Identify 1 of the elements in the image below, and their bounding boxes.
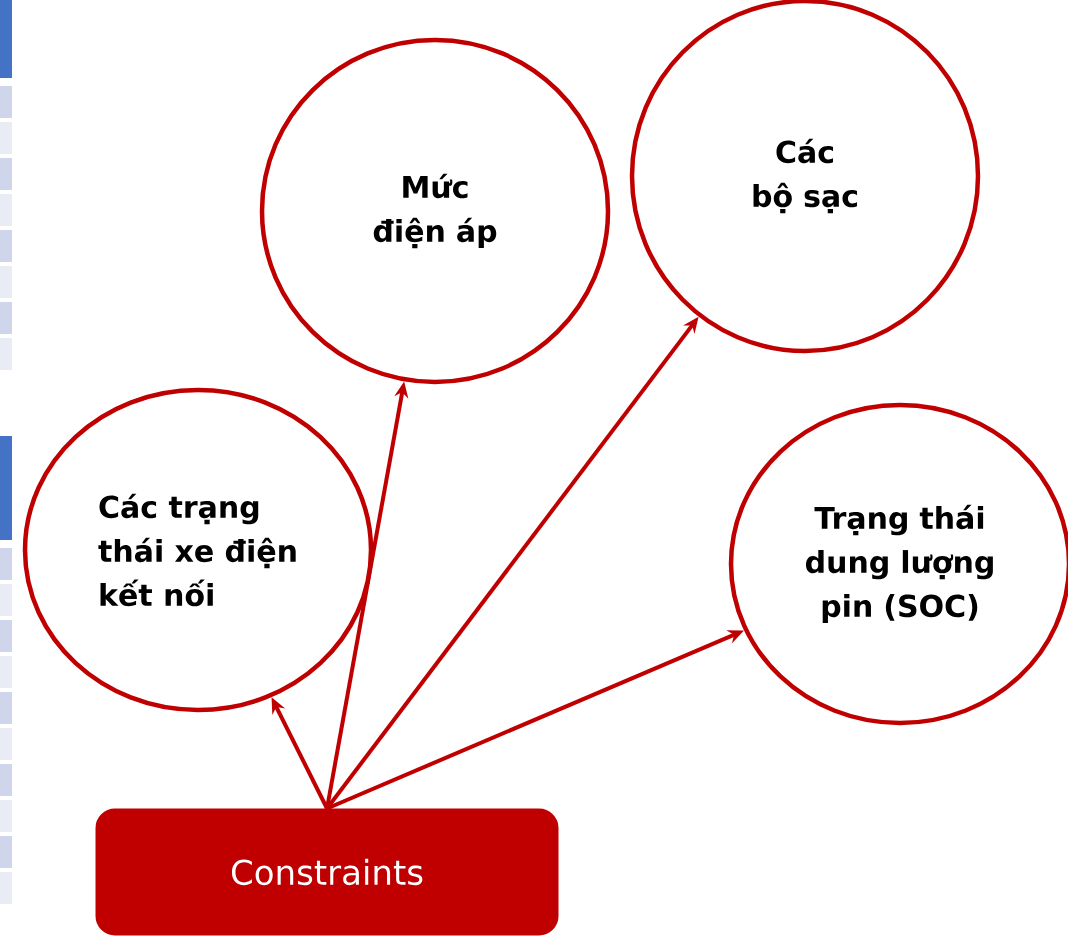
constraint-box: Constraints — [95, 808, 559, 936]
